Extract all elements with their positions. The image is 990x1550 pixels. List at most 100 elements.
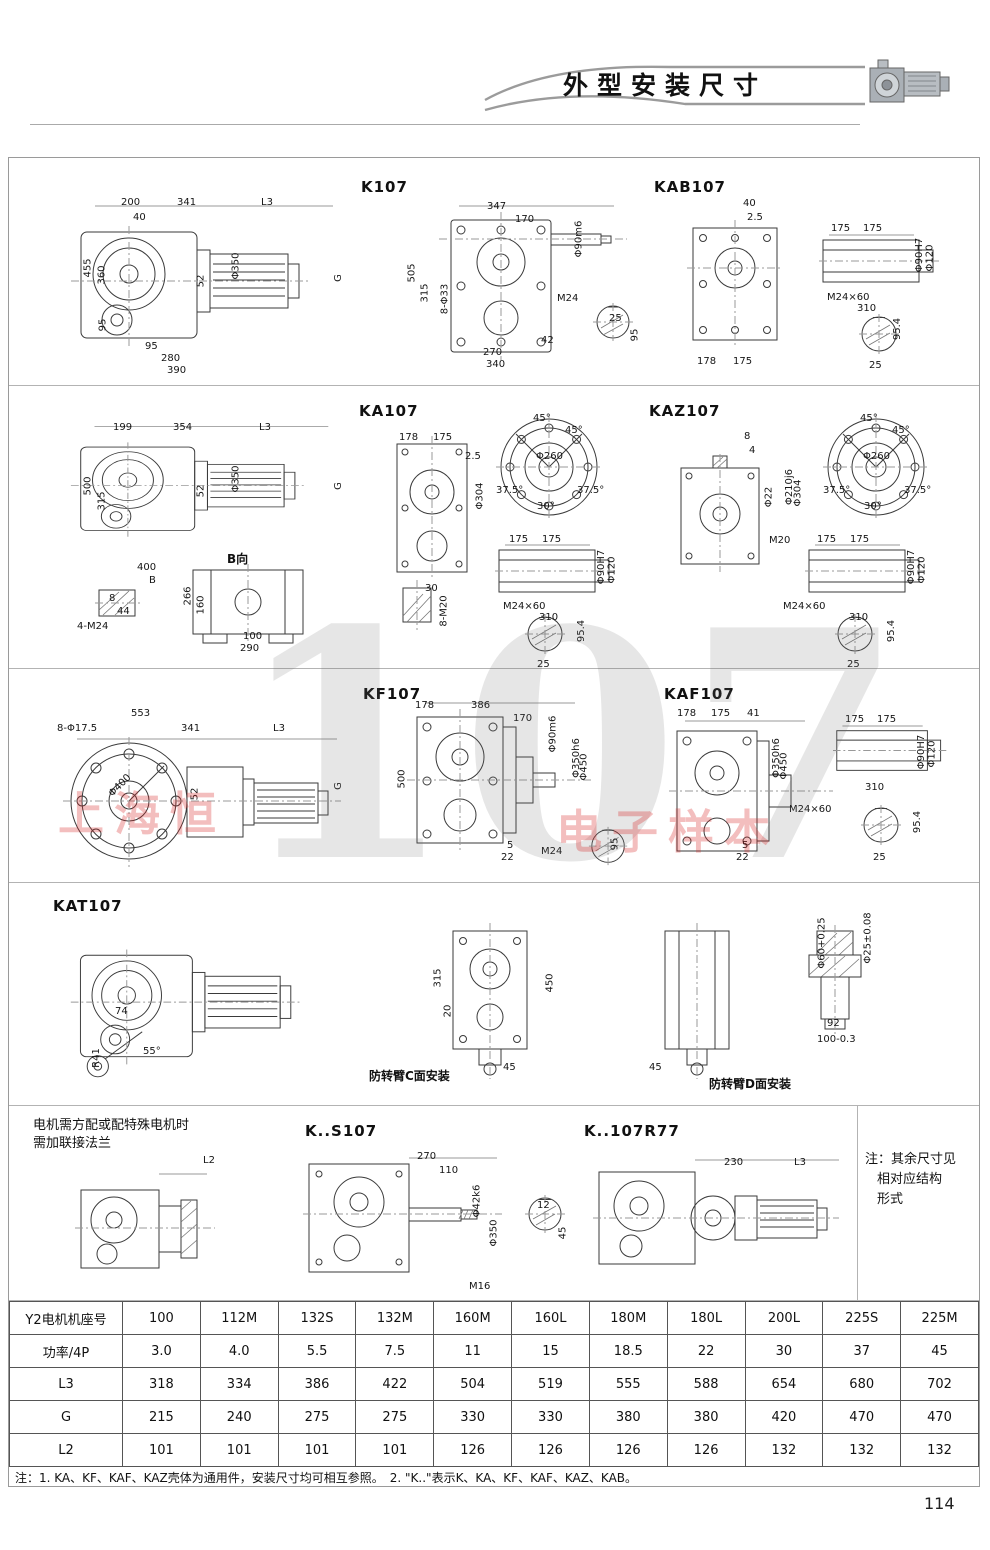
- table-cell: 318: [122, 1367, 201, 1401]
- drawing-title-k107: K107: [361, 178, 408, 196]
- dim-label: 22: [501, 852, 514, 863]
- table-cell: 100: [122, 1301, 201, 1335]
- dim-label: 315: [432, 968, 444, 988]
- dim-label: M20: [769, 535, 791, 546]
- dim-label: 354: [173, 422, 193, 433]
- section-kf107-kaf107: KF107 KAF107 553 8-Φ17.5 341 L3 Φ400 52: [9, 669, 979, 883]
- footnote: 注：1. KA、KF、KAF、KAZ壳体为通用件，安装尺寸均可相互参照。 2. …: [15, 1471, 638, 1485]
- flange-note-line1: 电机需方配或配特殊电机时: [33, 1118, 190, 1133]
- k107-front-view-drawing: [439, 205, 633, 360]
- header-decoration: [484, 65, 865, 112]
- dim-label: Φ120: [924, 244, 936, 272]
- table-cell: 132S: [277, 1301, 357, 1335]
- dim-label: Φ90m6: [573, 220, 585, 258]
- table-cell: 470: [822, 1400, 902, 1434]
- table-cell: 45: [900, 1334, 979, 1368]
- dim-label: G: [332, 274, 344, 282]
- table-cell: 15: [511, 1334, 590, 1368]
- dim-label: 110: [439, 1165, 459, 1176]
- table-row: 功率/4P 3.0 4.0 5.5 7.5 11 15 18.5 22 30 3…: [9, 1334, 979, 1368]
- dim-label: 45: [503, 1062, 516, 1073]
- dim-label: 8-Φ17.5: [57, 723, 98, 734]
- table-cell: 555: [588, 1367, 668, 1401]
- flange-adapter-drawing: [75, 1173, 215, 1269]
- dim-label: Φ260: [536, 451, 563, 462]
- dim-label: 178: [697, 356, 717, 367]
- dim-label: 95.4: [576, 619, 588, 643]
- dim-label: Φ42k6: [471, 1184, 483, 1218]
- dim-label: 55°: [143, 1046, 161, 1057]
- dim-label: 341: [177, 197, 197, 208]
- dim-label: 41: [747, 708, 760, 719]
- table-cell: 101: [122, 1433, 201, 1467]
- dim-label: Φ350: [230, 252, 242, 280]
- dim-label: M24×60: [827, 292, 870, 303]
- dim-label: 8-Φ33: [439, 283, 451, 315]
- dim-label: 45: [557, 1226, 569, 1240]
- dim-label: 500: [82, 476, 94, 496]
- other-dims-note-line1: 注：其余尺寸见: [865, 1152, 957, 1167]
- dim-label: 175: [863, 223, 883, 234]
- dim-label: 270: [417, 1151, 437, 1162]
- dim-label: 45: [649, 1062, 662, 1073]
- dim-label: 12: [537, 1200, 550, 1211]
- table-cell: L3: [9, 1367, 123, 1401]
- table-cell: 702: [900, 1367, 979, 1401]
- kf107-front-view-drawing: [407, 702, 591, 851]
- dim-label: Φ60+0.25: [816, 917, 828, 969]
- table-row: Y2电机机座号 100 112M 132S 132M 160M 160L 180…: [9, 1301, 979, 1335]
- drawing-title-kaf107: KAF107: [664, 685, 735, 703]
- dim-label: 341: [181, 723, 201, 734]
- dim-label: 37.5°: [496, 485, 524, 496]
- table-cell: 132M: [355, 1301, 435, 1335]
- dim-label: Φ120: [606, 556, 618, 584]
- kaz107-body-drawing: [680, 454, 760, 572]
- dim-label: 170: [513, 713, 533, 724]
- flange-note-line2: 需加联接法兰: [33, 1136, 112, 1151]
- kab107-shaft-drawing: [819, 234, 941, 283]
- dim-label: 386: [471, 700, 491, 711]
- gearbox-photo-icon: [869, 59, 950, 103]
- dim-label: 52: [195, 274, 207, 288]
- kaf107-shaft-end-drawing: [861, 805, 901, 845]
- dim-label: 178: [677, 708, 697, 719]
- dim-label: B: [149, 575, 156, 586]
- dim-label: 175: [509, 534, 529, 545]
- dim-label: 175: [845, 714, 865, 725]
- dim-label: 178: [415, 700, 435, 711]
- kaz107-shaft-drawing: [805, 544, 927, 593]
- table-cell: 126: [588, 1433, 668, 1467]
- dim-label: M24: [541, 846, 563, 857]
- table-cell: 420: [744, 1400, 824, 1434]
- dim-label: 500: [396, 769, 408, 789]
- ka107-shaft-drawing: [495, 544, 617, 593]
- dim-label: 95.4: [892, 317, 904, 341]
- table-cell: 3.0: [122, 1334, 201, 1368]
- kab107-body-drawing: [687, 220, 783, 348]
- dim-label: 95: [609, 837, 621, 851]
- dim-label: 175: [733, 356, 753, 367]
- drawing-title-kf107: KF107: [363, 685, 422, 703]
- dim-label: L2: [203, 1155, 215, 1166]
- dim-label: G: [332, 782, 344, 790]
- torque-arm-d-caption: 防转臂D面安装: [709, 1077, 791, 1091]
- table-cell: 275: [355, 1400, 435, 1434]
- dim-label: 74: [115, 1006, 128, 1017]
- ka107-side-view-drawing: [70, 426, 329, 537]
- dim-label: 42: [541, 335, 554, 346]
- dim-label: 20: [442, 1004, 454, 1018]
- kaf107-front-view-drawing: [669, 720, 833, 852]
- dim-label: 266: [182, 586, 194, 606]
- ka107-front-view-drawing: [396, 436, 468, 580]
- dim-label: 95: [97, 318, 109, 332]
- table-cell: 22: [666, 1334, 746, 1368]
- table-cell: 380: [666, 1400, 746, 1434]
- table-row: L3 318 334 386 422 504 519 555 588 654 6…: [9, 1367, 979, 1401]
- k107-side-view-drawing: [71, 205, 333, 346]
- table-cell: 30: [744, 1334, 824, 1368]
- drawing-title-kab107: KAB107: [654, 178, 726, 196]
- kat107-side-view-drawing: [70, 949, 303, 1078]
- dim-label: 4-M24: [77, 621, 109, 632]
- dim-label: 390: [167, 365, 187, 376]
